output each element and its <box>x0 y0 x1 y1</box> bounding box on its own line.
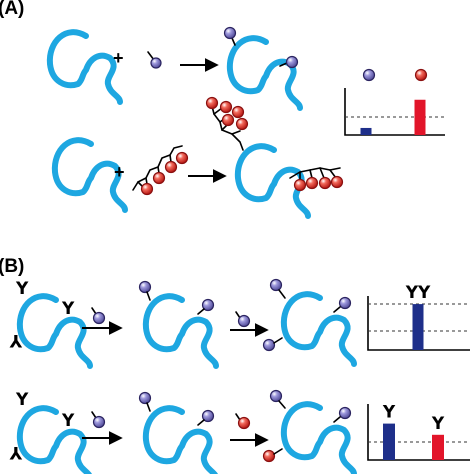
bar-tag-label: Y <box>382 403 396 423</box>
chart-a-axes <box>344 88 445 136</box>
bar-3-1 <box>383 423 395 460</box>
svg-text:Y: Y <box>15 390 29 410</box>
partially-labeled-protein <box>138 280 217 367</box>
dual-labeled-protein <box>262 389 355 474</box>
plus-sign: + <box>114 162 125 182</box>
svg-text:Y: Y <box>61 299 75 319</box>
bar-tag-label: YY <box>405 283 431 303</box>
bar-2-1 <box>412 304 424 350</box>
chart-a <box>344 68 445 136</box>
chart-b1: YY <box>367 283 470 351</box>
polymer-labeled-protein <box>205 96 344 217</box>
probe-ball-icon <box>147 51 162 69</box>
legend-probe-ball-icon <box>362 68 376 82</box>
bar-3-2 <box>432 434 444 460</box>
partially-labeled-protein <box>138 391 217 474</box>
probe-ball-icon <box>235 413 251 430</box>
panel-label-a: (A) <box>0 0 24 19</box>
panel-label-b: (B) <box>0 256 24 277</box>
svg-text:Y: Y <box>9 442 23 462</box>
svg-text:Y: Y <box>15 279 29 299</box>
chart-b2: YY <box>367 403 470 461</box>
probe-ball-icon <box>91 307 106 325</box>
svg-text:Y: Y <box>9 330 23 350</box>
probe-ball-icon <box>91 411 106 429</box>
fully-labeled-protein <box>262 278 355 365</box>
tagged-protein: Y Y Y <box>9 390 90 474</box>
polymer-probe-icon <box>132 145 189 196</box>
labeled-protein <box>223 26 301 109</box>
plus-sign: + <box>113 48 124 68</box>
svg-text:Y: Y <box>61 411 75 431</box>
bar-1-1 <box>360 127 372 135</box>
tagged-protein: Y Y Y <box>9 279 90 366</box>
probe-ball-icon <box>235 311 251 328</box>
protein-chain-icon <box>50 32 120 102</box>
bar-tag-label: Y <box>431 414 445 434</box>
legend-polymer-probe-icon <box>414 68 428 82</box>
chart-b1-axes <box>367 296 470 351</box>
bar-1-2 <box>414 99 426 135</box>
